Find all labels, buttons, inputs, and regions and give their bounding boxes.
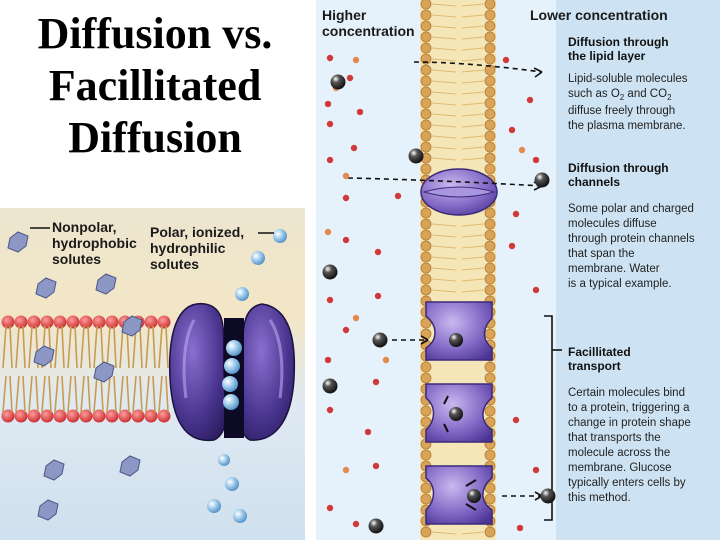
- section-lipid-layer: Diffusion through the lipid layer Lipid-…: [568, 35, 688, 132]
- label-nonpolar: Nonpolar, hydrophobic solutes: [30, 219, 137, 267]
- svg-text:Lipid-soluble molecules: Lipid-soluble molecules: [568, 73, 688, 85]
- svg-text:diffuse freely through: diffuse freely through: [568, 105, 675, 117]
- lower-concentration-label: Lower concentration: [530, 7, 668, 23]
- svg-text:the plasma membrane.: the plasma membrane.: [568, 120, 686, 132]
- higher-concentration-label-2: concentration: [322, 23, 415, 39]
- svg-text:molecule across the: molecule across the: [568, 447, 670, 459]
- svg-text:Facillitated: Facillitated: [568, 345, 631, 359]
- section-facilitated-transport: Facillitated transport Certain molecules…: [568, 345, 691, 504]
- polar-solutes: [207, 229, 287, 523]
- svg-text:through protein channels: through protein channels: [568, 233, 695, 245]
- svg-text:change in protein shape: change in protein shape: [568, 417, 691, 429]
- carrier-proteins: [425, 301, 493, 525]
- svg-text:hydrophobic: hydrophobic: [52, 235, 137, 251]
- svg-text:that transports the: that transports the: [568, 432, 661, 444]
- svg-text:Diffusion through: Diffusion through: [568, 35, 669, 49]
- slide-title: Diffusion vs. Facillitated Diffusion: [0, 8, 310, 164]
- nonpolar-solutes: [7, 231, 143, 521]
- channel-protein-figure: Nonpolar, hydrophobic solutes Polar, ion…: [0, 208, 305, 540]
- svg-text:membrane. Water: membrane. Water: [568, 263, 660, 275]
- plasma-membrane: [420, 0, 496, 540]
- svg-text:channels: channels: [568, 175, 620, 189]
- svg-text:Nonpolar,: Nonpolar,: [52, 219, 117, 235]
- svg-text:hydrophilic: hydrophilic: [150, 240, 226, 256]
- svg-text:that span the: that span the: [568, 248, 635, 260]
- right-text-column: [556, 0, 720, 540]
- molecules: [322, 54, 556, 534]
- title-line-2: Facillitated: [48, 61, 262, 110]
- svg-text:Certain molecules bind: Certain molecules bind: [568, 387, 685, 399]
- svg-text:such as O2 and CO2: such as O2 and CO2: [568, 88, 672, 102]
- section-channels: Diffusion through channels Some polar an…: [568, 161, 695, 290]
- svg-text:Some polar and charged: Some polar and charged: [568, 203, 694, 215]
- svg-text:membrane. Glucose: membrane. Glucose: [568, 462, 672, 474]
- membrane-transport-figure: Higher concentration Lower concentration…: [316, 0, 720, 540]
- higher-concentration-label: Higher: [322, 7, 367, 23]
- channel-protein-right: [420, 168, 498, 216]
- svg-text:Diffusion through: Diffusion through: [568, 161, 669, 175]
- svg-text:typically enters cells by: typically enters cells by: [568, 477, 686, 489]
- svg-text:transport: transport: [568, 359, 621, 373]
- svg-text:solutes: solutes: [150, 256, 199, 272]
- title-line-1: Diffusion vs.: [37, 9, 273, 58]
- label-polar: Polar, ionized, hydrophilic solutes: [150, 224, 274, 272]
- svg-text:to a protein, triggering a: to a protein, triggering a: [568, 402, 690, 414]
- title-line-3: Diffusion: [68, 113, 242, 162]
- svg-text:the lipid layer: the lipid layer: [568, 49, 646, 63]
- flow-arrows: [347, 61, 562, 521]
- svg-text:Polar, ionized,: Polar, ionized,: [150, 224, 244, 240]
- svg-text:is a typical example.: is a typical example.: [568, 278, 672, 290]
- svg-text:molecules diffuse: molecules diffuse: [568, 218, 657, 230]
- svg-text:this method.: this method.: [568, 492, 631, 504]
- svg-text:solutes: solutes: [52, 251, 101, 267]
